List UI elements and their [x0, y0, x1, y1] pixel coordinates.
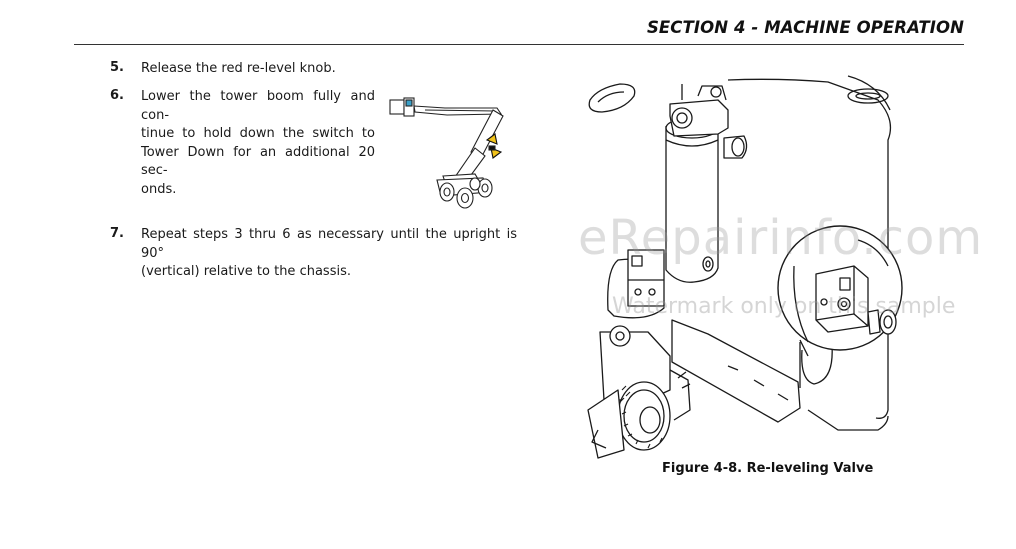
step-7-line-1: Repeat steps 3 thru 6 as necessary until…	[141, 227, 517, 261]
step-7-text: Repeat steps 3 thru 6 as necessary until…	[141, 226, 517, 282]
step-7-line-2: (vertical) relative to the chassis.	[141, 264, 351, 279]
step-5-number: 5.	[110, 60, 124, 75]
step-6-line-1: Lower the tower boom fully and con-	[141, 89, 375, 123]
header-rule	[74, 44, 964, 45]
step-6-line-4: onds.	[141, 181, 177, 197]
step-6-number: 6.	[110, 88, 124, 103]
step-6-text: Lower the tower boom fully and con- tinu…	[141, 88, 375, 199]
watermark-main: eRepairinfo.com	[578, 210, 984, 266]
step-6-line-2: tinue to hold down the switch to	[141, 126, 375, 141]
re-leveling-valve-figure	[587, 75, 903, 459]
watermark-sub: Watermark only on this sample	[612, 294, 956, 319]
step-6-line-3: Tower Down for an additional 20 sec-	[141, 144, 375, 179]
section-header: SECTION 4 - MACHINE OPERATION	[646, 18, 964, 37]
boom-lift-illustration	[389, 97, 504, 209]
step-7-number: 7.	[110, 226, 124, 241]
step-5-text: Release the red re-level knob.	[141, 61, 336, 76]
figure-caption: Figure 4-8. Re-leveling Valve	[662, 461, 874, 476]
